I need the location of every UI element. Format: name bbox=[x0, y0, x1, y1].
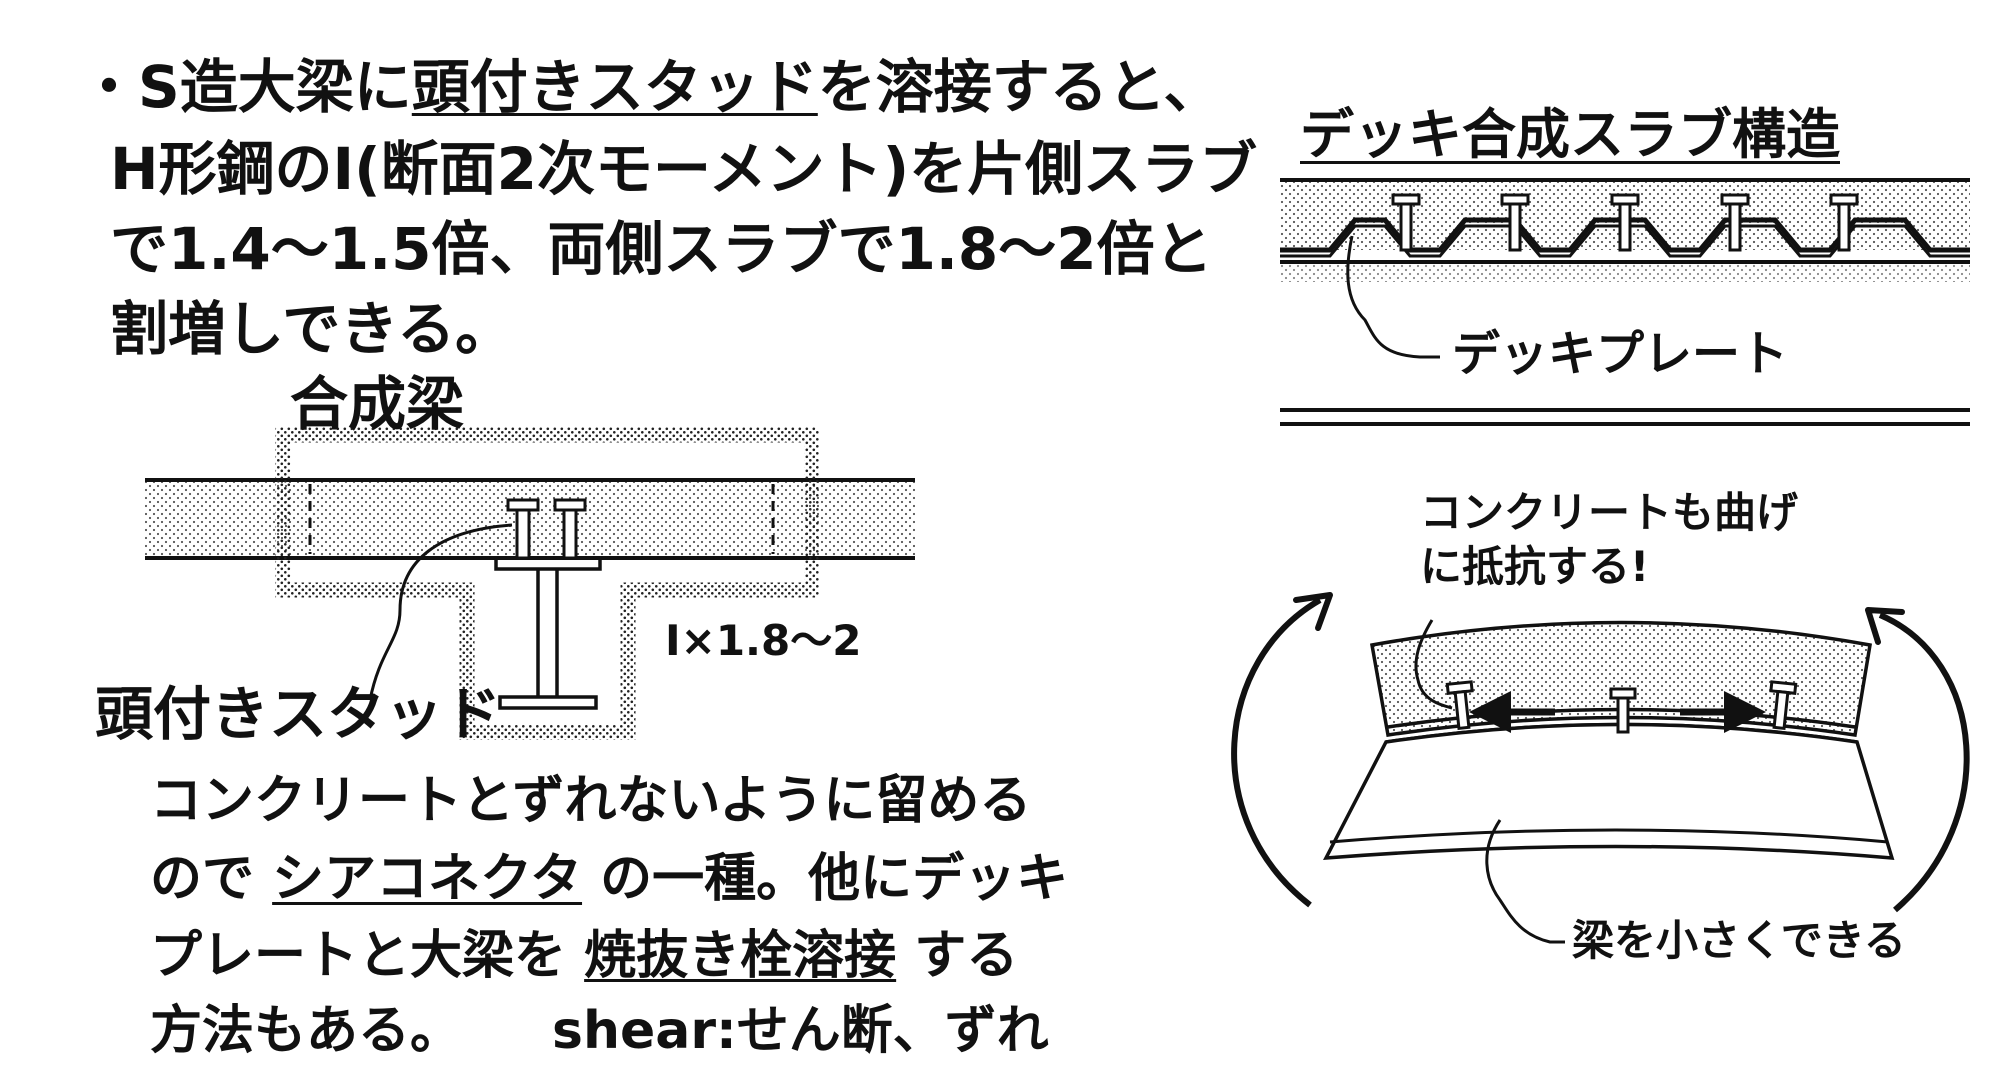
concrete-note-line-1: コンクリートも曲げ bbox=[1420, 488, 1799, 537]
h-steel-bottom-flange bbox=[498, 695, 598, 710]
explanation-l2-a: ので bbox=[150, 849, 255, 909]
intro-l1-a: ・S造大梁に bbox=[80, 53, 412, 121]
result-label: 梁を小さくできる bbox=[1572, 916, 1906, 965]
deck-studs bbox=[1391, 193, 1859, 252]
composite-section-outline bbox=[275, 427, 820, 740]
moment-arrow-left bbox=[1231, 597, 1322, 908]
moment-arrowhead-left bbox=[1293, 592, 1333, 631]
deck-plate-leader bbox=[1346, 235, 1440, 359]
bending-beam bbox=[1323, 722, 1895, 860]
concrete-note-leader bbox=[1414, 619, 1453, 710]
stud-left bbox=[506, 498, 540, 560]
deck-under-band bbox=[1280, 262, 1970, 282]
bending-beam-flange bbox=[1329, 828, 1889, 844]
h-steel-top-flange bbox=[494, 556, 602, 571]
stud-right bbox=[553, 498, 587, 560]
bending-diagram bbox=[1231, 592, 1970, 944]
bending-studs bbox=[1445, 680, 1798, 734]
intro-line-2: H形鋼のI(断面2次モーメント)を片側スラブ bbox=[110, 135, 1258, 203]
plug-weld-term: 焼抜き栓溶接 bbox=[584, 926, 897, 986]
composite-beam-title: 合成梁 bbox=[290, 370, 465, 438]
intro-l1-b: を溶接すると、 bbox=[817, 53, 1222, 121]
explanation-line-3: プレートと大梁を 焼抜き栓溶接 する bbox=[150, 930, 1018, 982]
shear-definition: shear:せん断、ずれ bbox=[552, 1001, 1049, 1061]
moment-of-inertia-ratio: I×1.8〜2 bbox=[665, 616, 862, 665]
explanation-l3-b: する bbox=[914, 926, 1019, 986]
result-leader bbox=[1485, 819, 1565, 944]
explanation-l4-a: 方法もある。 bbox=[150, 1001, 463, 1061]
deck-plate-label: デッキプレート bbox=[1452, 326, 1789, 382]
explanation-l3-a: プレートと大梁を bbox=[150, 926, 567, 986]
composite-beam-diagram bbox=[145, 427, 915, 740]
shear-connector-term: シアコネクタ bbox=[272, 849, 583, 909]
stud-leader-line bbox=[368, 523, 513, 701]
explanation-l2-b: の一種。他にデッキ bbox=[600, 849, 1069, 909]
moment-arrow-right bbox=[1878, 612, 1970, 913]
intro-line-1: ・S造大梁に頭付きスタッドを溶接すると、 bbox=[80, 58, 1221, 116]
deck-slab-title: デッキ合成スラブ構造 bbox=[1300, 103, 1840, 166]
intro-l1-highlight: 頭付きスタッド bbox=[411, 53, 818, 121]
moment-arrowhead-right bbox=[1865, 607, 1905, 645]
intro-line-3: で1.4〜1.5倍、両側スラブで1.8〜2倍と bbox=[110, 215, 1213, 283]
explanation-line-1: コンクリートとずれないように留める bbox=[150, 771, 1032, 831]
explanation-line-2: ので シアコネクタ の一種。他にデッキ bbox=[150, 853, 1068, 905]
concrete-note-line-2: に抵抗する! bbox=[1420, 542, 1650, 591]
intro-line-4: 割増しできる。 bbox=[110, 295, 514, 363]
stud-label: 頭付きスタッド bbox=[95, 680, 502, 748]
deck-slab-diagram bbox=[1280, 178, 1970, 426]
explanation-line-4: 方法もある。shear:せん断、ずれ bbox=[150, 1005, 1049, 1057]
